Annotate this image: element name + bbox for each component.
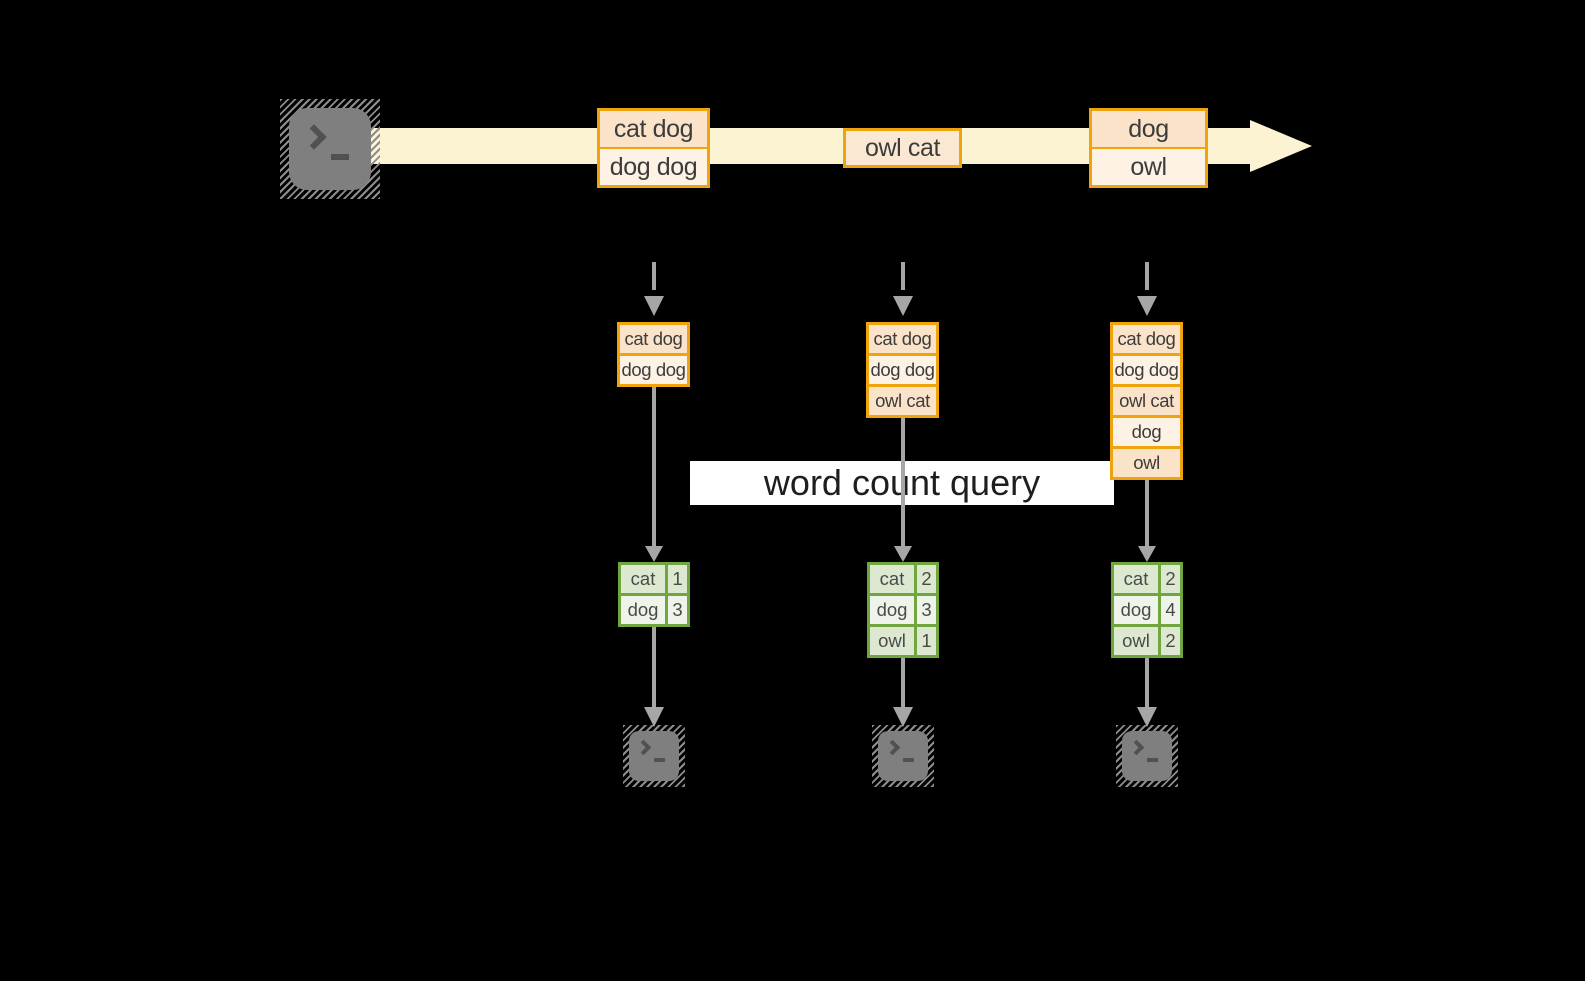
count-value: 2: [917, 565, 936, 593]
sink-terminal-icon: [872, 725, 934, 787]
prompt-cursor-icon: [331, 154, 349, 160]
state-row: cat dog: [869, 325, 936, 353]
count-word: cat: [870, 565, 914, 593]
source-terminal-icon: [280, 99, 380, 199]
state-row: cat dog: [1113, 325, 1180, 353]
sink-arrowhead-icon: [893, 707, 913, 727]
prompt-cursor-icon: [654, 758, 665, 762]
sink-arrow: [1145, 658, 1149, 707]
terminal-body: [289, 108, 371, 190]
count-value: 2: [1161, 565, 1180, 593]
count-value: 3: [668, 596, 687, 624]
prompt-chevron-icon: [301, 124, 327, 150]
prompt-chevron-icon: [884, 739, 901, 756]
ingest-arrow-dash: [901, 262, 905, 290]
terminal-body: [1122, 731, 1172, 781]
ingest-arrow-dash: [1145, 262, 1149, 290]
state-stack-3: cat dog dog dog owl cat dog owl: [1110, 322, 1183, 480]
state-row: dog: [1113, 418, 1180, 446]
sink-terminal-icon: [1116, 725, 1178, 787]
prompt-cursor-icon: [903, 758, 914, 762]
ingest-arrowhead-icon: [893, 296, 913, 316]
query-arrow: [901, 418, 905, 546]
prompt-chevron-icon: [635, 739, 652, 756]
event-line: dog dog: [600, 149, 707, 185]
count-value: 4: [1161, 596, 1180, 624]
sink-arrowhead-icon: [1137, 707, 1157, 727]
stream-event-box-1: cat dog dog dog: [597, 108, 710, 188]
ingest-arrow-dash: [652, 262, 656, 290]
count-table-2: cat 2 dog 3 owl 1: [867, 562, 939, 658]
count-value: 2: [1161, 627, 1180, 655]
terminal-body: [878, 731, 928, 781]
count-table-3: cat 2 dog 4 owl 2: [1111, 562, 1183, 658]
event-line: owl: [1092, 149, 1205, 185]
state-row: cat dog: [620, 325, 687, 353]
ingest-arrowhead-icon: [1137, 296, 1157, 316]
ingest-arrowhead-icon: [644, 296, 664, 316]
stream-event-box-3: dog owl: [1089, 108, 1208, 188]
query-arrowhead-icon: [645, 546, 663, 562]
query-arrow: [1145, 480, 1149, 546]
prompt-cursor-icon: [1147, 758, 1158, 762]
query-arrow: [652, 387, 656, 546]
stream-event-box-2: owl cat: [843, 128, 962, 168]
event-line: dog: [1092, 111, 1205, 147]
stream-arrowhead-icon: [1250, 120, 1312, 172]
sink-arrow: [652, 627, 656, 707]
sink-terminal-icon: [623, 725, 685, 787]
sink-arrowhead-icon: [644, 707, 664, 727]
state-row: owl cat: [869, 387, 936, 415]
count-value: 1: [917, 627, 936, 655]
count-word: dog: [870, 596, 914, 624]
count-value: 1: [668, 565, 687, 593]
count-word: dog: [1114, 596, 1158, 624]
terminal-body: [629, 731, 679, 781]
count-word: cat: [1114, 565, 1158, 593]
count-word: owl: [870, 627, 914, 655]
count-word: dog: [621, 596, 665, 624]
event-line: cat dog: [600, 111, 707, 147]
count-table-1: cat 1 dog 3: [618, 562, 690, 627]
state-row: owl cat: [1113, 387, 1180, 415]
event-line: owl cat: [846, 131, 959, 165]
state-stack-1: cat dog dog dog: [617, 322, 690, 387]
state-stack-2: cat dog dog dog owl cat: [866, 322, 939, 418]
query-arrowhead-icon: [1138, 546, 1156, 562]
prompt-chevron-icon: [1128, 739, 1145, 756]
state-row: dog dog: [1113, 356, 1180, 384]
state-row: dog dog: [620, 356, 687, 384]
query-arrowhead-icon: [894, 546, 912, 562]
count-word: owl: [1114, 627, 1158, 655]
sink-arrow: [901, 658, 905, 707]
count-word: cat: [621, 565, 665, 593]
state-row: owl: [1113, 449, 1180, 477]
count-value: 3: [917, 596, 936, 624]
state-row: dog dog: [869, 356, 936, 384]
